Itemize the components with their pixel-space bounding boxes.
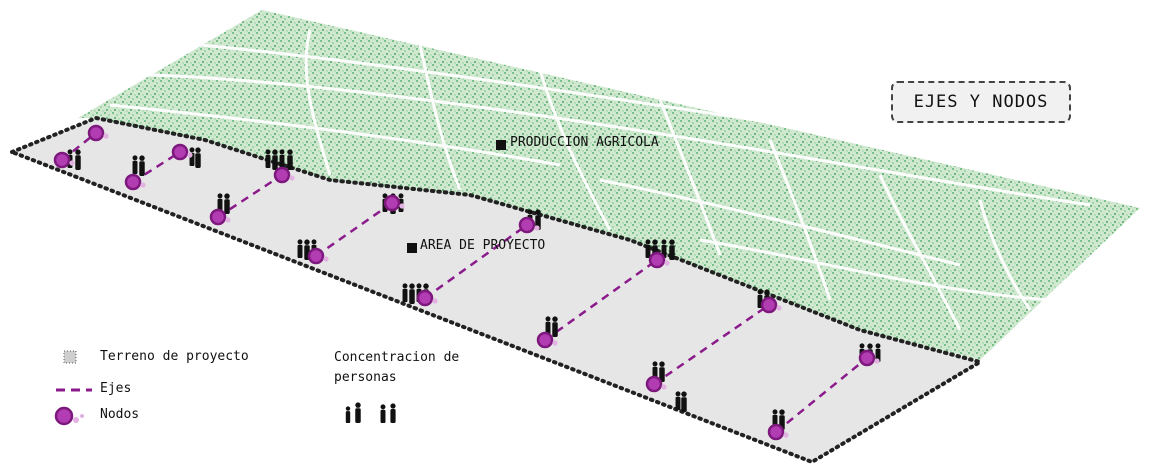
person-figure bbox=[669, 239, 675, 260]
person-figure bbox=[279, 149, 285, 168]
person-figure bbox=[675, 391, 681, 410]
node-marker bbox=[648, 251, 670, 269]
axis-line bbox=[424, 223, 528, 300]
nodes-group bbox=[53, 124, 880, 441]
axis-line bbox=[315, 201, 393, 258]
node-marker bbox=[383, 194, 405, 212]
person-figure bbox=[132, 155, 138, 174]
people-icon bbox=[345, 402, 396, 423]
node-icon bbox=[54, 406, 84, 426]
person-figure bbox=[552, 316, 558, 337]
node-marker bbox=[307, 247, 329, 265]
legend-nodes-label: Nodos bbox=[100, 407, 140, 422]
legend-terrain-label: Terreno de proyecto bbox=[100, 349, 249, 364]
person-figure bbox=[297, 239, 303, 258]
node-marker bbox=[273, 166, 295, 184]
node-marker bbox=[645, 375, 667, 393]
node-marker bbox=[760, 296, 782, 314]
person-figure bbox=[272, 149, 278, 170]
person-figure bbox=[402, 283, 408, 302]
agricultural-marker bbox=[496, 140, 506, 150]
person-figure bbox=[75, 149, 81, 170]
node-marker bbox=[858, 349, 880, 367]
person-figure bbox=[345, 406, 351, 423]
project-terrain bbox=[12, 118, 980, 462]
person-figure bbox=[139, 155, 145, 176]
person-figure bbox=[409, 283, 415, 304]
legend-crowd-label-line1: Concentracion de bbox=[334, 350, 460, 365]
axes-group bbox=[61, 132, 868, 433]
diagram-title: EJES Y NODOS bbox=[891, 81, 1071, 123]
person-figure bbox=[545, 316, 551, 335]
person-figure bbox=[224, 193, 230, 214]
axis-line bbox=[653, 303, 770, 386]
node-marker bbox=[171, 143, 193, 161]
terrain-swatch-icon bbox=[63, 350, 77, 364]
axis-line bbox=[775, 357, 868, 433]
person-figure bbox=[195, 147, 201, 168]
person-figure bbox=[380, 404, 386, 423]
terrain-boundary bbox=[10, 115, 986, 465]
node-marker bbox=[53, 151, 75, 169]
node-marker bbox=[209, 208, 231, 226]
node-marker bbox=[767, 423, 789, 441]
person-figure bbox=[681, 391, 687, 412]
person-figure bbox=[390, 403, 396, 423]
person-figure bbox=[355, 402, 361, 423]
axis-line bbox=[132, 150, 181, 184]
node-marker bbox=[518, 216, 540, 234]
person-figure bbox=[645, 239, 651, 258]
axis-line bbox=[217, 173, 283, 219]
field-roads bbox=[109, 29, 1091, 331]
legend-crowd-label-line2: personas bbox=[334, 370, 397, 385]
axis-line bbox=[544, 258, 658, 342]
legend-axes-label: Ejes bbox=[100, 381, 132, 396]
agricultural-label: PRODUCCION AGRICOLA bbox=[510, 135, 659, 150]
node-marker bbox=[416, 289, 438, 307]
project-area-marker bbox=[407, 243, 417, 253]
person-figure bbox=[217, 193, 223, 212]
person-figure bbox=[265, 149, 271, 168]
node-marker bbox=[87, 124, 109, 142]
node-marker bbox=[124, 173, 146, 191]
person-figure bbox=[287, 149, 293, 170]
person-figure bbox=[659, 361, 665, 382]
project-area-label: AREA DE PROYECTO bbox=[420, 238, 546, 253]
agricultural-field bbox=[78, 10, 1140, 360]
node-marker bbox=[536, 331, 558, 349]
